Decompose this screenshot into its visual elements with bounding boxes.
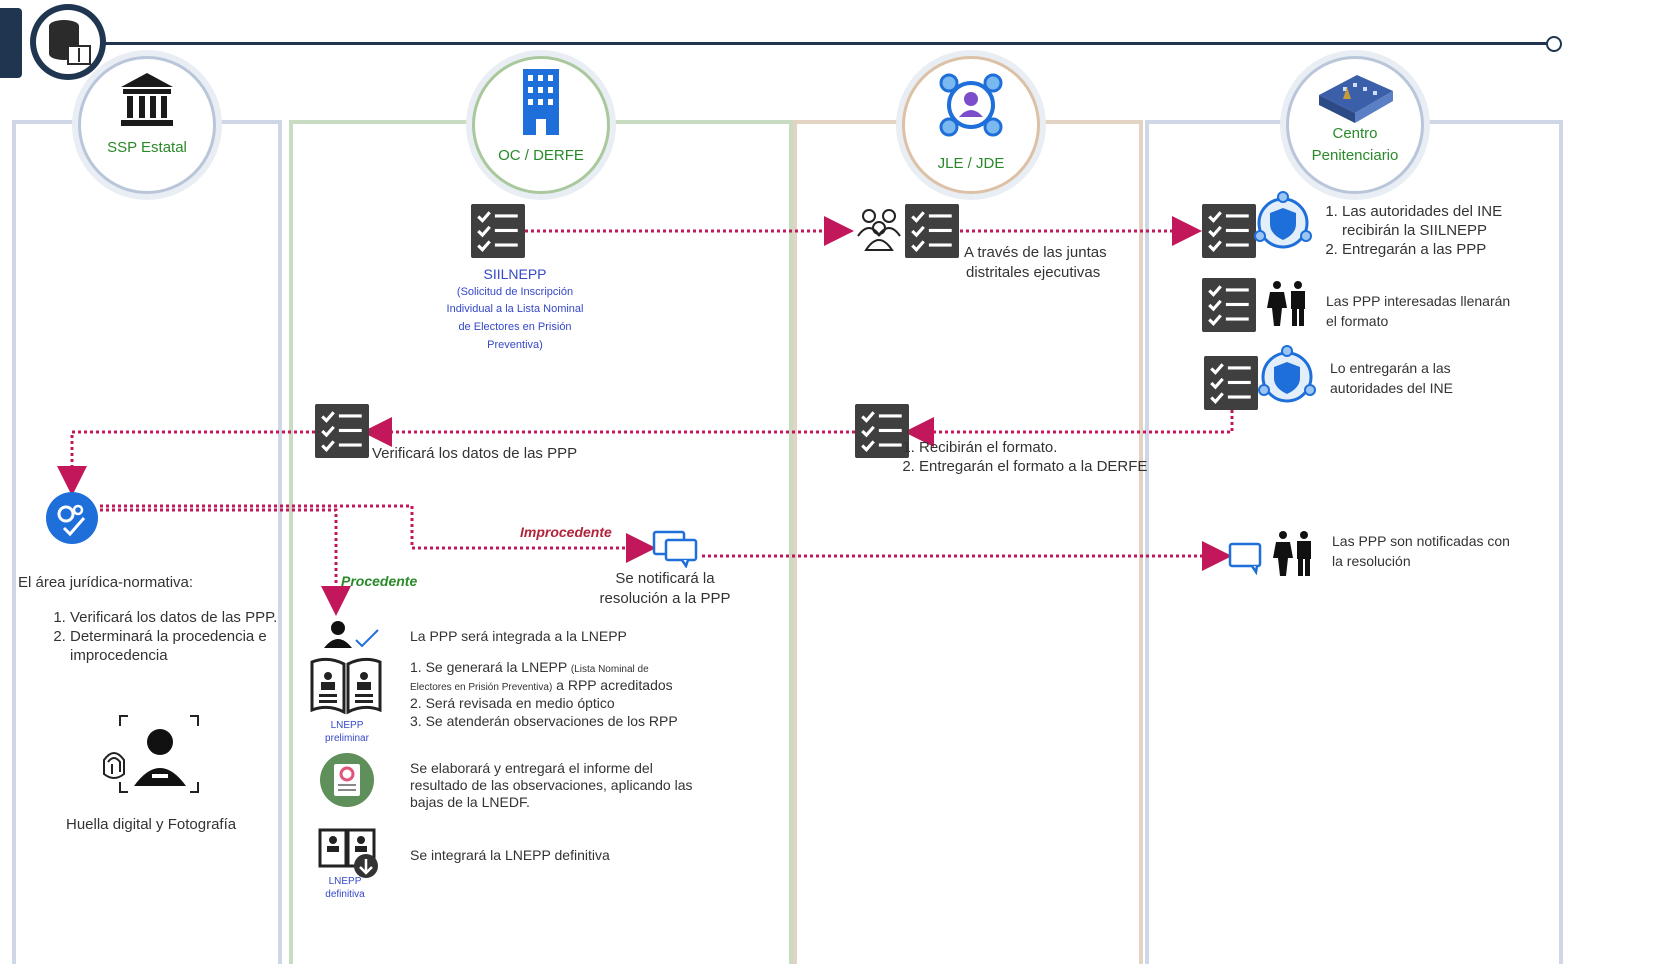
siilnepp-desc-2: Individual a la Lista Nominal	[446, 303, 584, 315]
centro-step-c-1: Lo entregarán a las	[1330, 360, 1451, 376]
jle-via-2: distritales ejecutivas	[966, 264, 1101, 281]
report-text-3: bajas de la LNEDF.	[410, 794, 530, 810]
jle-receive-item: Entregarán el formato a la DERFE	[919, 457, 1149, 476]
ssp-area-list: Verificará los datos de las PPP. Determi…	[48, 608, 290, 665]
step-1: 1. Se generará la LNEPP (Lista Nominal d…	[410, 658, 649, 677]
database-badge	[30, 4, 106, 80]
centro-checklist-c-icon	[1204, 356, 1258, 410]
user-check-icon	[324, 621, 379, 648]
lane-title-jle: JLE / JDE	[937, 155, 1005, 172]
lane-title-oc: OC / DERFE	[498, 147, 584, 164]
jle-receive-list: Recibirán el formato. Entregarán el form…	[897, 438, 1149, 476]
improcedente-label: Improcedente	[520, 524, 612, 540]
step-3: 3. Se atenderán observaciones de los RPP	[410, 713, 678, 729]
siilnepp-title: SIILNEPP	[483, 266, 547, 282]
bank-icon	[121, 73, 173, 126]
centro-step-b-1: Las PPP interesadas llenarán	[1326, 293, 1511, 309]
prison-icon	[1319, 75, 1393, 123]
lnepp-preliminar-icon	[310, 657, 382, 715]
report-text-2: resultado de las observaciones, aplicand…	[410, 777, 693, 793]
report-icon	[320, 753, 374, 807]
siilnepp-desc-4: Preventiva)	[487, 339, 543, 351]
step-2: 2. Será revisada en medio óptico	[410, 695, 615, 711]
lnepp-definitiva-label-1: LNEPP	[328, 876, 362, 887]
jle-header: JLE / JDE	[902, 56, 1040, 194]
report-text-1: Se elaborará y entregará el informe del	[410, 760, 653, 776]
siilnepp-desc-3: de Electores en Prisión	[458, 321, 572, 333]
shield-network-c-icon	[1258, 345, 1316, 403]
centro-notify-chat-icon	[1228, 542, 1262, 576]
lane-jle-jde	[793, 120, 1143, 964]
lane-title-centro-1: Centro	[1332, 125, 1378, 142]
step-1-cont: Electores en Prisión Preventiva) a RPP a…	[410, 676, 673, 697]
timeline-line	[95, 42, 1550, 45]
lane-title-ssp: SSP Estatal	[107, 139, 187, 156]
siilnepp-desc-1: (Solicitud de Inscripción	[456, 286, 574, 298]
ssp-area-item: Verificará los datos de las PPP.	[70, 608, 290, 627]
siilnepp-checklist-icon	[471, 204, 525, 258]
jle-receive-checklist-icon	[855, 404, 909, 458]
notify-text-1: Se notificará la	[615, 570, 715, 587]
gear-check-icon	[46, 492, 98, 544]
oc-header: OC / DERFE	[472, 56, 610, 194]
verify-text: Verificará los datos de las PPP	[372, 445, 578, 462]
step-1-d: a RPP acreditados	[552, 677, 673, 693]
procedente-label: Procedente	[341, 573, 418, 589]
database-icon	[49, 20, 91, 65]
lane-oc-derfe	[289, 120, 793, 964]
ssp-header: SSP Estatal	[78, 56, 216, 194]
centro-checklist-b-icon	[1202, 278, 1256, 332]
centro-step-c-2: autoridades del INE	[1330, 380, 1453, 396]
lnepp-preliminar-label-1: LNEPP	[330, 720, 364, 731]
arrow-oc-to-ssp	[57, 430, 315, 496]
people-d-icon	[1273, 531, 1311, 576]
centro-step-b-2: el formato	[1326, 313, 1389, 329]
centro-step-d-1: Las PPP son notificadas con	[1332, 533, 1510, 549]
jle-receive-item: Recibirán el formato.	[919, 438, 1149, 457]
lane-title-centro-2: Penitenciario	[1311, 147, 1399, 164]
integrated-text: La PPP será integrada a la LNEPP	[410, 628, 627, 644]
centro-step-d-2: la resolución	[1332, 553, 1411, 569]
fingerprint-photo-icon	[103, 715, 199, 793]
definitive-text: Se integrará la LNEPP definitiva	[410, 847, 610, 863]
shield-network-a-icon	[1254, 191, 1312, 249]
timeline-end-dot	[1546, 36, 1562, 52]
timeline-tab	[0, 8, 22, 78]
arrow-centro-to-jle	[904, 410, 1234, 447]
arrow-procedente	[100, 508, 351, 616]
jle-via-1: A través de las juntas	[964, 244, 1107, 261]
lnepp-preliminar-label-2: preliminar	[325, 733, 369, 744]
network-person-icon	[939, 73, 1003, 137]
ssp-area-title: El área jurídica-normativa:	[18, 574, 194, 591]
centro-step-a-item: Las autoridades del INE recibirán la SII…	[1342, 202, 1552, 240]
lnepp-definitiva-label-2: definitiva	[325, 889, 365, 900]
centro-step-a-list: Las autoridades del INE recibirán la SII…	[1320, 202, 1552, 259]
jle-checklist-icon	[905, 204, 959, 258]
step-1-a: 1. Se generará la LNEPP	[410, 659, 571, 675]
arrow-improcedente	[100, 504, 656, 563]
centro-header: Centro Penitenciario	[1286, 56, 1424, 194]
verify-checklist-icon	[315, 404, 369, 458]
notify-chat-icon	[652, 530, 698, 568]
people-b-icon	[1267, 281, 1305, 326]
step-1-c: Electores en Prisión Preventiva)	[410, 682, 553, 693]
lnepp-definitiva-icon	[318, 828, 378, 878]
step-1-b: (Lista Nominal de	[570, 664, 649, 675]
notify-text-2: resolución a la PPP	[599, 590, 731, 607]
centro-step-a-item: Entregarán a las PPP	[1342, 240, 1552, 259]
building-icon	[523, 69, 559, 135]
ssp-area-item: Determinará la procedencia e improcedenc…	[70, 627, 290, 665]
biometric-text: Huella digital y Fotografía	[66, 816, 237, 833]
centro-checklist-a-icon	[1202, 204, 1256, 258]
group-icon	[857, 209, 901, 251]
